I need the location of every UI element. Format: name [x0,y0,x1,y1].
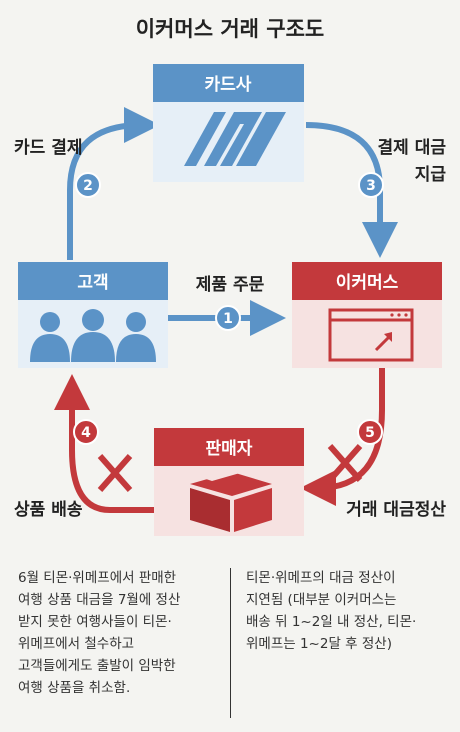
ecommerce-label: 이커머스 [336,273,399,293]
step-number-4: 4 [73,419,99,445]
credit-card-icon [184,112,286,166]
ecommerce-node: 이커머스 [292,262,442,368]
transaction-diagram: 이커머스 거래 구조도 카드사 고객 [14,17,447,536]
customer-node: 고객 [18,262,168,368]
step-label-settlement-line1: 결제 대금 [378,138,447,158]
people-icon [30,309,156,362]
blocked-x-icon [327,444,363,482]
step-number-2: 2 [75,172,101,198]
step-number-3: 3 [358,172,384,198]
customer-label: 고객 [77,273,108,293]
package-box-icon [190,467,272,532]
seller-label: 판매자 [206,439,253,459]
card-company-label: 카드사 [205,75,252,95]
card-company-node: 카드사 [153,64,304,182]
step-number-1: 1 [215,305,241,331]
step-number-5: 5 [357,419,383,445]
svg-text:3: 3 [366,178,376,194]
step-label-card-payment: 카드 결제 [14,138,82,158]
browser-window-icon [328,308,414,362]
svg-text:1: 1 [223,311,233,327]
note-divider [230,568,231,718]
arrow-card-payment [67,107,160,260]
diagram-title: 이커머스 거래 구조도 [136,17,325,41]
svg-text:5: 5 [365,425,375,441]
seller-node: 판매자 [154,428,304,536]
step-label-product-delivery: 상품 배송 [14,500,83,520]
blocked-x-icon [97,454,133,492]
note-right: 티몬·위메프의 대금 정산이 지연됨 (대부분 이커머스는 배송 뒤 1~2일 … [246,570,417,652]
step-label-settlement-line2: 지급 [415,165,447,185]
svg-text:4: 4 [81,425,91,441]
arrow-product-delivery [54,374,154,513]
svg-text:2: 2 [83,178,93,194]
step-label-seller-settlement: 거래 대금정산 [346,500,446,520]
arrow-seller-settlement [300,368,385,506]
note-left: 6월 티몬·위메프에서 판매한 여행 상품 대금을 7월에 정산 받지 못한 여… [18,570,181,696]
step-label-product-order: 제품 주문 [196,275,265,295]
